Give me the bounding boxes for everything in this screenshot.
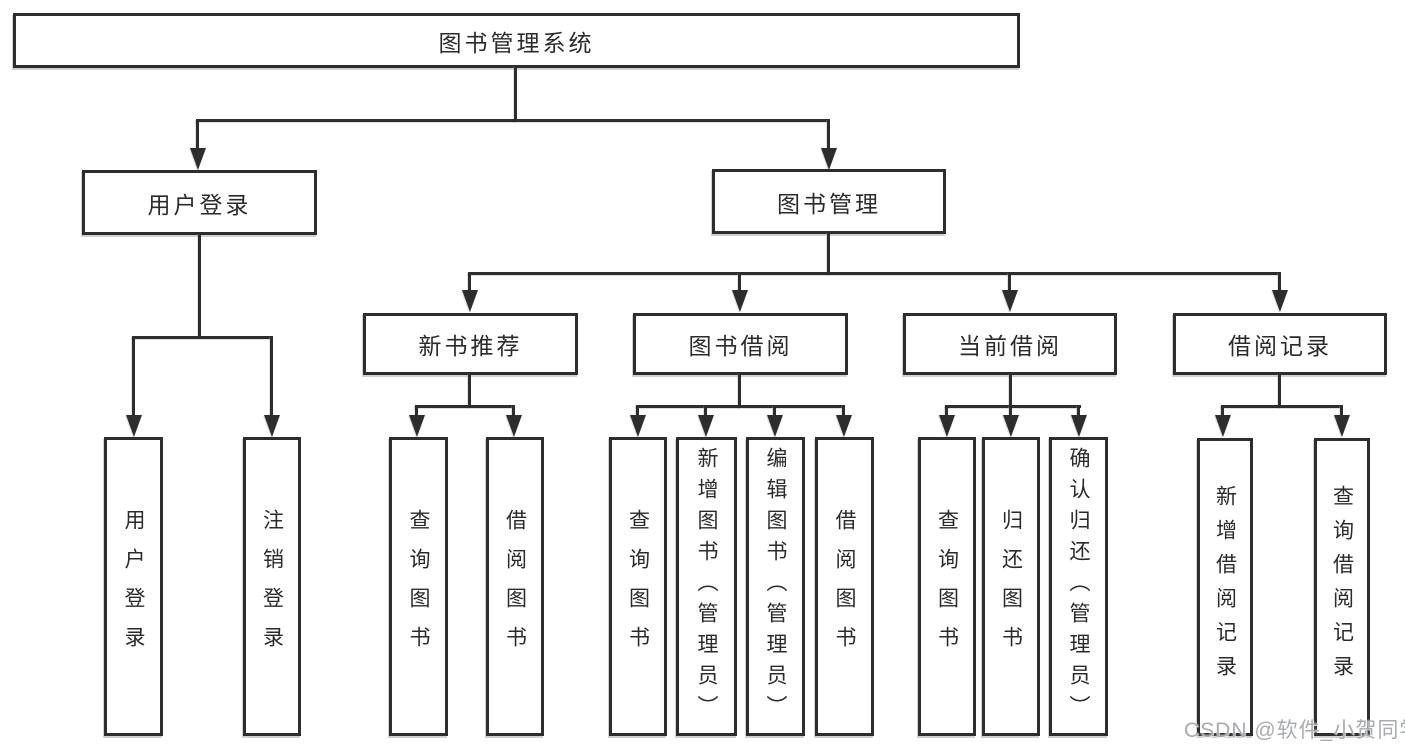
node-current-borrow: 当前借阅 [903,313,1117,375]
leaf-logout-label: 注销登录 [260,508,284,665]
arrowhead-to-leaf-login-icon [126,415,142,437]
arrowhead-to-leaf-d2-icon [1003,415,1019,437]
leaf-edit-books-admin-label: 编辑图书（管理员） [764,447,787,726]
arrowhead-to-leaf-d3-icon [1071,415,1087,437]
leaf-add-borrow-record-label: 新增借阅记录 [1213,485,1237,689]
connector-book-management-stub [827,232,830,275]
connector-borrow-records-hline [1221,405,1343,408]
arrowhead-to-leaf-c4-icon [836,415,852,437]
arrowhead-to-leaf-b2-icon [506,415,522,437]
leaf-query-books-recommend: 查询图书 [389,437,448,736]
arrowhead-to-book-borrow-icon [732,290,748,312]
leaf-confirm-return-admin: 确认归还（管理员） [1049,437,1108,736]
connector-user-login-hline [132,336,273,339]
connector-to-leaf-c4 [842,405,845,417]
arrowhead-to-user-login-icon [190,148,206,170]
node-user-login-label: 用户登录 [147,191,252,218]
csdn-watermark: CSDN @软件_小贺同学 [1184,719,1405,742]
arrowhead-to-leaf-logout-icon [264,415,280,437]
connector-level3-hline [468,272,1281,275]
connector-root-hline [196,119,830,122]
connector-to-leaf-c2 [704,405,707,417]
node-new-book-recommend-label: 新书推荐 [418,333,523,359]
leaf-query-borrow-record: 查询借阅记录 [1314,438,1370,736]
arrowhead-to-leaf-d1-icon [939,415,955,437]
arrowhead-to-leaf-c2-icon [698,415,714,437]
connector-new-book-stub [468,373,471,408]
node-book-borrow-label: 图书借阅 [688,333,793,359]
node-root: 图书管理系统 [13,13,1020,68]
leaf-user-login: 用户登录 [104,437,163,736]
connector-to-leaf-c1 [636,405,639,417]
connector-to-new-book [468,272,471,292]
leaf-add-books-admin: 新增图书（管理员） [676,437,737,736]
node-borrow-records-label: 借阅记录 [1228,333,1332,359]
leaf-query-books-current-label: 查询图书 [935,508,959,665]
connector-borrow-records-stub [1278,373,1281,408]
leaf-add-borrow-record: 新增借阅记录 [1197,438,1253,736]
leaf-query-borrow-record-label: 查询借阅记录 [1330,485,1354,689]
node-book-management: 图书管理 [712,169,946,234]
leaf-logout: 注销登录 [243,437,301,736]
node-borrow-records: 借阅记录 [1173,313,1387,375]
leaf-borrow-books: 借阅图书 [815,437,874,736]
connector-to-book-management [827,119,830,150]
leaf-query-books-borrow-label: 查询图书 [626,508,650,665]
arrowhead-to-borrow-records-icon [1272,290,1288,312]
connector-to-leaf-c3 [773,405,776,417]
connector-to-leaf-d2 [1009,405,1012,417]
connector-book-borrow-stub [738,373,741,408]
leaf-return-books: 归还图书 [982,437,1040,736]
leaf-confirm-return-admin-label: 确认归还（管理员） [1067,447,1090,726]
leaf-borrow-books-recommend: 借阅图书 [486,437,544,736]
connector-to-leaf-e2 [1340,405,1343,417]
connector-to-current-borrow [1008,272,1011,292]
connector-current-borrow-stub [1009,373,1012,408]
connector-current-borrow-hline [945,405,1081,408]
leaf-user-login-label: 用户登录 [122,508,145,665]
leaf-query-books-recommend-label: 查询图书 [407,508,430,665]
leaf-add-books-admin-label: 新增图书（管理员） [695,447,718,726]
arrowhead-to-book-management-icon [821,148,837,170]
node-book-management-label: 图书管理 [777,190,881,217]
arrowhead-to-leaf-e1-icon [1215,415,1231,437]
node-root-label: 图书管理系统 [438,29,595,56]
connector-to-leaf-login [132,336,135,417]
connector-to-leaf-b1 [415,405,418,417]
connector-book-borrow-hline [636,405,845,408]
leaf-edit-books-admin: 编辑图书（管理员） [746,437,805,736]
connector-to-borrow-records [1278,272,1281,292]
node-book-borrow: 图书借阅 [633,313,848,375]
node-new-book-recommend: 新书推荐 [363,313,578,375]
connector-to-leaf-d1 [945,405,948,417]
connector-to-leaf-d3 [1077,405,1080,417]
connector-root-stub [514,66,517,122]
arrowhead-to-leaf-e2-icon [1334,415,1350,437]
connector-to-leaf-b2 [512,405,515,417]
connector-to-leaf-e1 [1221,405,1224,417]
arrowhead-to-leaf-b1-icon [409,415,425,437]
arrowhead-to-new-book-icon [462,290,478,312]
leaf-borrow-books-label: 借阅图书 [833,508,856,665]
arrowhead-to-leaf-c3-icon [767,415,783,437]
arrowhead-to-current-borrow-icon [1002,290,1018,312]
leaf-query-books-current: 查询图书 [918,437,976,736]
leaf-return-books-label: 归还图书 [999,508,1023,665]
connector-to-user-login [196,119,199,150]
leaf-borrow-books-recommend-label: 借阅图书 [503,508,527,665]
node-user-login: 用户登录 [82,170,317,235]
connector-user-login-stub [198,233,201,338]
arrowhead-to-leaf-c1-icon [630,415,646,437]
leaf-query-books-borrow: 查询图书 [609,437,667,736]
connector-new-book-hline [415,405,515,408]
node-current-borrow-label: 当前借阅 [958,333,1062,359]
connector-to-book-borrow [738,272,741,292]
connector-to-leaf-logout [270,336,273,417]
